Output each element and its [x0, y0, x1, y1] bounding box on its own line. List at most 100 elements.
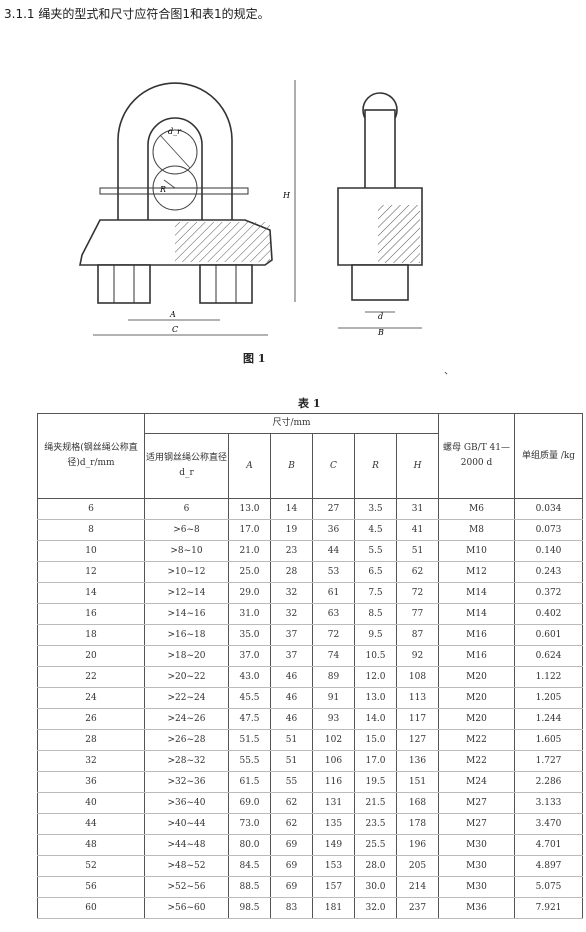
table-cell: M22: [438, 729, 516, 751]
table-cell: 48: [37, 834, 145, 856]
col-header-group: 尺寸/mm: [143, 413, 440, 434]
table-cell: 91: [312, 687, 355, 709]
dimension-table-container: 绳夹规格(钢丝绳公称直径)d_r/mm 尺寸/mm 螺母 GB/T 41—200…: [37, 413, 584, 919]
table-cell: 8: [37, 519, 145, 541]
table-cell: M27: [438, 813, 516, 835]
table-cell: 14: [37, 582, 145, 604]
table-cell: 72: [312, 624, 355, 646]
table-cell: 52: [37, 855, 145, 877]
col-header-c: C: [312, 433, 355, 499]
table-cell: 36: [37, 771, 145, 793]
table-cell: 31: [395, 498, 440, 520]
table-cell: 51.5: [228, 729, 271, 751]
table-cell: 36: [312, 519, 355, 541]
table-cell: 98.5: [228, 897, 271, 919]
col-header-mass: 单组质量 /kg: [514, 413, 584, 499]
table-cell: 1.727: [514, 750, 584, 772]
table-cell: 32: [37, 750, 145, 772]
table-cell: M27: [438, 792, 516, 814]
table-cell: 62: [270, 792, 313, 814]
table-cell: 116: [312, 771, 355, 793]
table-cell: 83: [270, 897, 313, 919]
table-cell: 61.5: [228, 771, 271, 793]
table-cell: >8~10: [144, 540, 229, 562]
table-cell: 72: [395, 582, 440, 604]
table-cell: 28: [37, 729, 145, 751]
rope-circle-upper: [152, 129, 198, 175]
table-cell: 37.0: [228, 645, 271, 667]
table-cell: 0.140: [514, 540, 584, 562]
table-cell: 92: [395, 645, 440, 667]
nut-right: [199, 264, 253, 304]
table-cell: 32: [270, 582, 313, 604]
table-cell: 46: [270, 666, 313, 688]
table-cell: 46: [270, 687, 313, 709]
table-cell: 28: [270, 561, 313, 583]
table-cell: 45.5: [228, 687, 271, 709]
table-cell: M10: [438, 540, 516, 562]
side-saddle-hatch: [378, 205, 420, 263]
table-cell: 25.5: [354, 834, 397, 856]
col-header-r: R: [354, 433, 397, 499]
table-cell: 89: [312, 666, 355, 688]
stray-mark: 、: [444, 366, 454, 377]
table-cell: 0.402: [514, 603, 584, 625]
table-cell: 51: [395, 540, 440, 562]
table-cell: >52~56: [144, 876, 229, 898]
table-cell: 102: [312, 729, 355, 751]
table-cell: 73.0: [228, 813, 271, 835]
table-cell: 19: [270, 519, 313, 541]
table-cell: 44: [37, 813, 145, 835]
table-cell: 28.0: [354, 855, 397, 877]
table-cell: 29.0: [228, 582, 271, 604]
table-cell: 37: [270, 645, 313, 667]
table-cell: 27: [312, 498, 355, 520]
table-cell: 0.372: [514, 582, 584, 604]
table-cell: M20: [438, 666, 516, 688]
table-cell: 168: [395, 792, 440, 814]
u-bolt-inner: [147, 117, 203, 250]
table-cell: M6: [438, 498, 516, 520]
table-cell: 117: [395, 708, 440, 730]
table-cell: 0.243: [514, 561, 584, 583]
table-cell: 46: [270, 708, 313, 730]
table-cell: M36: [438, 897, 516, 919]
table-cell: 32.0: [354, 897, 397, 919]
table-cell: 44: [312, 540, 355, 562]
col-header-b: B: [270, 433, 313, 499]
table-cell: M14: [438, 603, 516, 625]
table-cell: 214: [395, 876, 440, 898]
table-cell: M12: [438, 561, 516, 583]
dim-dr-label: d_r: [168, 127, 182, 136]
dim-a-label: A: [169, 310, 176, 319]
table-cell: 32: [270, 603, 313, 625]
table-cell: >14~16: [144, 603, 229, 625]
table-cell: 69: [270, 876, 313, 898]
side-bolt-shank: [364, 109, 396, 193]
table-cell: 0.601: [514, 624, 584, 646]
dimension-table: 绳夹规格(钢丝绳公称直径)d_r/mm 尺寸/mm 螺母 GB/T 41—200…: [37, 413, 584, 919]
table-cell: 22: [37, 666, 145, 688]
table-cell: 14.0: [354, 708, 397, 730]
table-cell: 25.0: [228, 561, 271, 583]
table-cell: 7.5: [354, 582, 397, 604]
table-cell: 10: [37, 540, 145, 562]
dim-r-label: R: [159, 185, 166, 194]
table-cell: 149: [312, 834, 355, 856]
table-cell: 108: [395, 666, 440, 688]
table-caption: 表 1: [298, 397, 321, 410]
table-cell: M16: [438, 624, 516, 646]
table-cell: 20: [37, 645, 145, 667]
table-cell: 93: [312, 708, 355, 730]
table-cell: 1.605: [514, 729, 584, 751]
table-cell: M24: [438, 771, 516, 793]
table-cell: 62: [395, 561, 440, 583]
table-cell: 47.5: [228, 708, 271, 730]
